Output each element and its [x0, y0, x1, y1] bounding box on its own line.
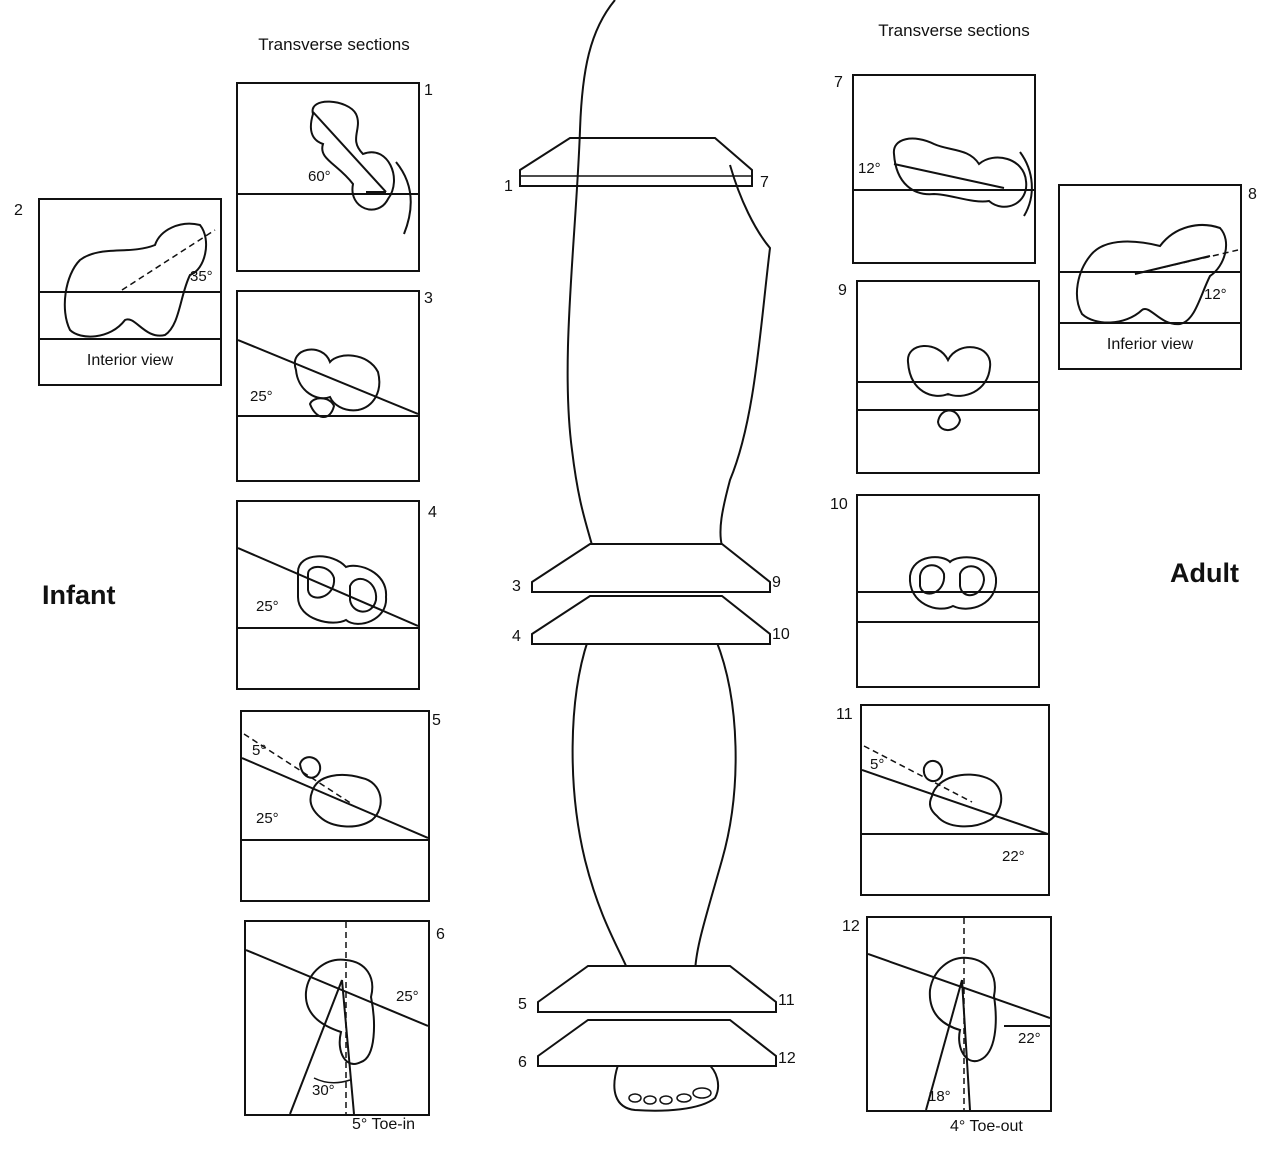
header-infant-transverse-sections: Transverse sections [258, 35, 410, 54]
section-4-drawing [238, 547, 418, 629]
number-10: 10 [830, 496, 848, 513]
footer-toe-in: 5° Toe-in [352, 1116, 416, 1133]
section-12-drawing [868, 918, 1050, 1110]
number-4: 4 [428, 504, 437, 521]
label-adult: Adult [1170, 558, 1239, 588]
section-10-drawing [858, 556, 1038, 623]
plane-number-4: 4 [512, 628, 521, 645]
plane-number-6: 6 [518, 1054, 527, 1071]
footer-toe-out: 4° Toe-out [950, 1118, 1023, 1135]
section-12-foot-adult: 22° 18° [866, 916, 1052, 1112]
section-5-drawing [242, 733, 428, 841]
angle-section-12-foot: 18° [928, 1088, 951, 1105]
leg-outline-drawing [519, 0, 777, 1112]
angle-section-12-tibia: 22° [1018, 1030, 1041, 1047]
plane-number-11: 11 [778, 992, 795, 1009]
header-adult-transverse-sections: Transverse sections [878, 21, 1030, 40]
angle-section-2: 35° [190, 268, 213, 285]
number-8: 8 [1248, 186, 1257, 203]
section-10-proximal-tibia-adult [856, 494, 1040, 688]
section-6-drawing [246, 922, 428, 1114]
number-2: 2 [14, 202, 23, 219]
angle-section-11-fibula: 5° [870, 756, 885, 773]
infant-femur-drawing [40, 222, 220, 338]
section-3-distal-femur-infant: 25° [236, 290, 420, 482]
number-3: 3 [424, 290, 433, 307]
section-9-drawing [858, 345, 1038, 431]
number-9: 9 [838, 282, 847, 299]
interior-view-caption: Interior view [40, 338, 220, 384]
angle-section-3: 25° [250, 388, 273, 405]
plane-number-3: 3 [512, 578, 521, 595]
plane-number-5: 5 [518, 996, 527, 1013]
section-1-femoral-neck-infant: 60° [236, 82, 420, 272]
angle-section-1: 60° [308, 168, 331, 185]
adult-femur-drawing [1060, 224, 1240, 326]
section-3-drawing [238, 339, 418, 418]
section-9-distal-femur-adult [856, 280, 1040, 474]
plane-number-12: 12 [778, 1050, 796, 1067]
angle-section-8: 12° [1204, 286, 1227, 303]
number-1: 1 [424, 82, 433, 99]
section-5-distal-tibia-infant: 5° 25° [240, 710, 430, 902]
angle-section-6-foot: 30° [312, 1082, 335, 1099]
adult-femur-end-view: 12° Inferior view [1058, 184, 1242, 370]
label-infant: Infant [42, 580, 116, 610]
section-6-foot-infant: 25° 30° [244, 920, 430, 1116]
number-5: 5 [432, 712, 441, 729]
section-1-drawing [238, 100, 418, 235]
section-11-drawing [862, 745, 1048, 835]
section-7-drawing [854, 137, 1034, 217]
infant-femur-end-view: 35° Interior view [38, 198, 222, 386]
angle-section-5-fibula: 5° [252, 742, 267, 759]
plane-number-7: 7 [760, 174, 769, 191]
angle-section-4: 25° [256, 598, 279, 615]
number-7: 7 [834, 74, 843, 91]
angle-section-5-tibia: 25° [256, 810, 279, 827]
angle-section-7: 12° [858, 160, 881, 177]
inferior-view-caption: Inferior view [1060, 322, 1240, 368]
angle-section-6-tibia: 25° [396, 988, 419, 1005]
plane-number-1: 1 [504, 178, 513, 195]
angle-section-11-tibia: 22° [1002, 848, 1025, 865]
section-4-proximal-tibia-infant: 25° [236, 500, 420, 690]
number-6: 6 [436, 926, 445, 943]
number-12: 12 [842, 918, 860, 935]
number-11: 11 [836, 706, 853, 723]
section-11-distal-tibia-adult: 5° 22° [860, 704, 1050, 896]
section-7-femoral-neck-adult: 12° [852, 74, 1036, 264]
plane-number-9: 9 [772, 574, 781, 591]
plane-number-10: 10 [772, 626, 790, 643]
